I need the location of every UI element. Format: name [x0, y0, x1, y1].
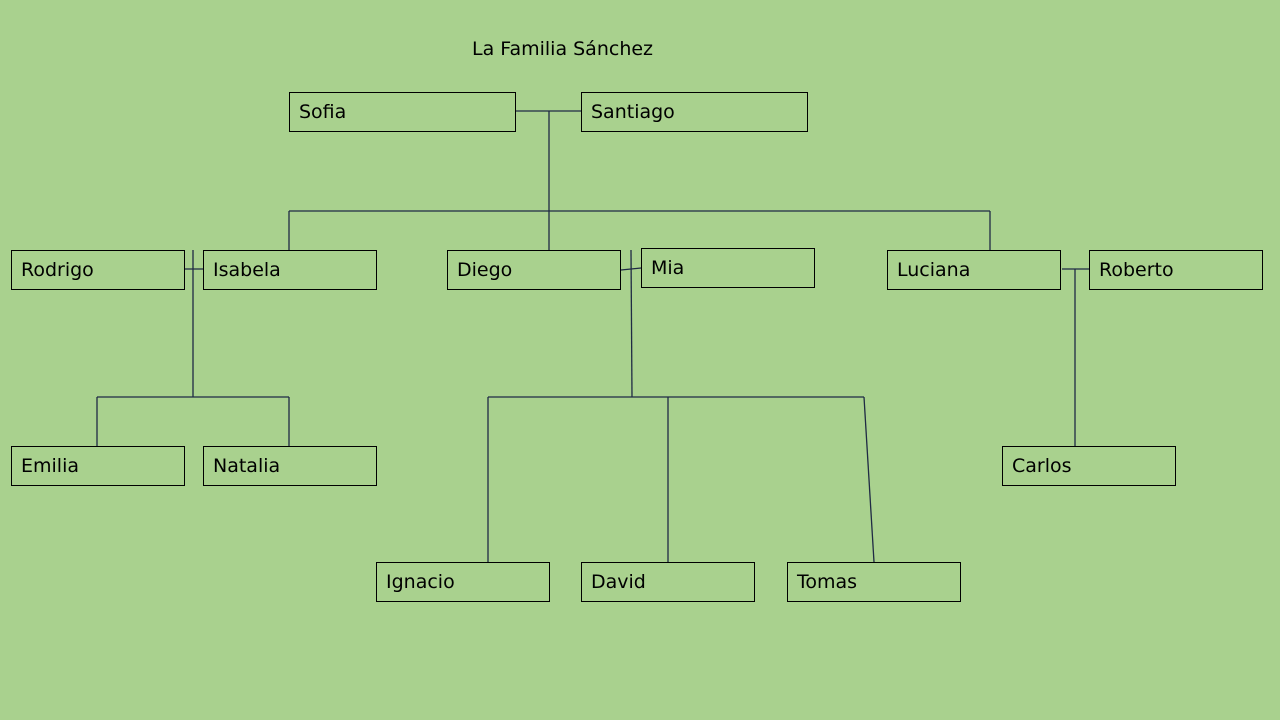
person-box-diego: Diego	[447, 250, 621, 290]
drop-line-tomas	[863, 396, 875, 563]
person-box-ignacio: Ignacio	[376, 562, 550, 602]
diagram-title: La Familia Sánchez	[472, 38, 654, 60]
person-box-david: David	[581, 562, 755, 602]
person-box-natalia: Natalia	[203, 446, 377, 486]
person-box-carlos: Carlos	[1002, 446, 1176, 486]
descent-line-diego-mia	[630, 249, 633, 398]
person-box-emilia: Emilia	[11, 446, 185, 486]
person-box-luciana: Luciana	[887, 250, 1061, 290]
person-box-roberto: Roberto	[1089, 250, 1263, 290]
person-box-mia: Mia	[641, 248, 815, 288]
person-box-rodrigo: Rodrigo	[11, 250, 185, 290]
person-box-santiago: Santiago	[581, 92, 808, 132]
person-box-tomas: Tomas	[787, 562, 961, 602]
person-box-sofia: Sofia	[289, 92, 516, 132]
person-box-isabela: Isabela	[203, 250, 377, 290]
